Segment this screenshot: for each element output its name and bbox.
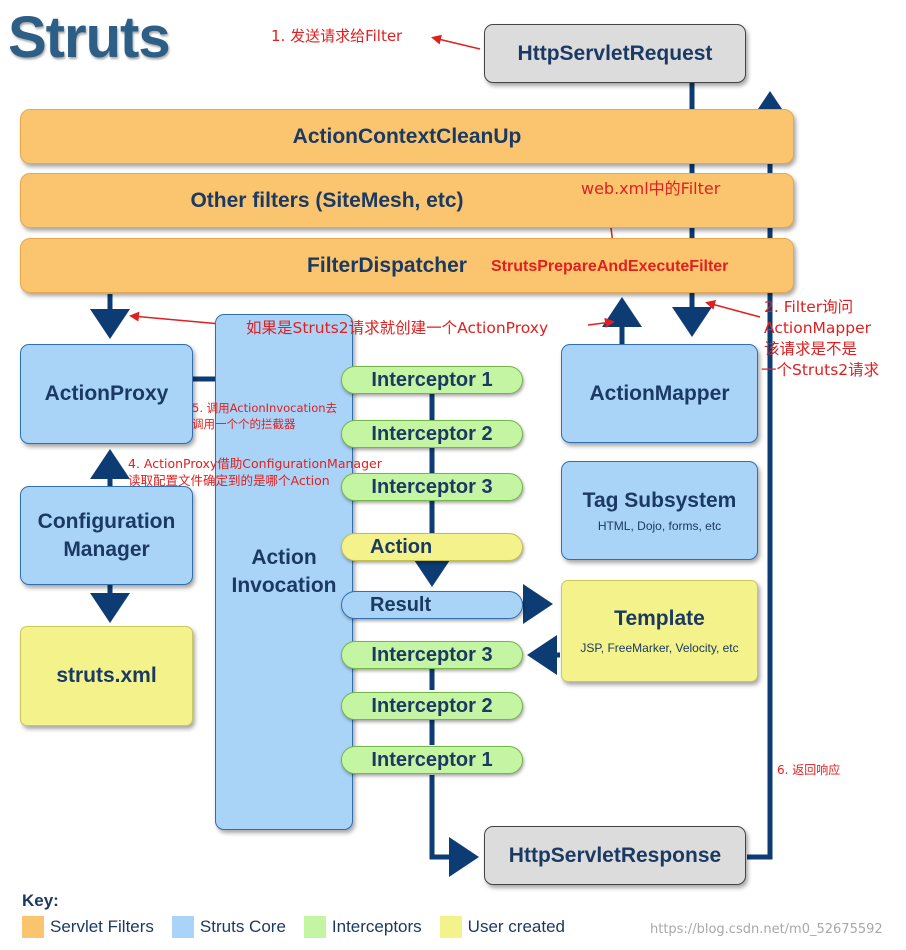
key-label-struts-core: Struts Core bbox=[199, 917, 286, 936]
annotation-invoke-interceptors-line1: 5. 调用ActionInvocation去 bbox=[192, 401, 338, 415]
key-swatch-interceptors bbox=[303, 916, 326, 938]
watermark: https://blog.csdn.net/m0_52675592 bbox=[650, 922, 883, 937]
http-servlet-response-box: HttpServletResponse bbox=[484, 826, 746, 885]
other-filters-bar: Other filters (SiteMesh, etc) bbox=[20, 173, 794, 228]
key-swatch-user-created bbox=[439, 916, 462, 938]
key-label-interceptors: Interceptors bbox=[331, 917, 422, 936]
key-title: Key: bbox=[22, 891, 59, 910]
struts-xml-label: struts.xml bbox=[56, 664, 157, 687]
tag-subsystem-sublabel: HTML, Dojo, forms, etc bbox=[597, 518, 722, 533]
annotation-create-proxy: 如果是Struts2请求就创建一个ActionProxy bbox=[246, 319, 549, 337]
action-context-cleanup-bar: ActionContextCleanUp bbox=[20, 109, 794, 164]
struts-xml-box: struts.xml bbox=[20, 626, 193, 726]
arrow-response-return bbox=[747, 91, 790, 860]
key-label-servlet-filters: Servlet Filters bbox=[50, 917, 154, 936]
action-mapper-label: ActionMapper bbox=[589, 381, 730, 405]
action-context-cleanup-label: ActionContextCleanUp bbox=[292, 124, 522, 148]
action-invocation-label-2: Invocation bbox=[231, 574, 337, 597]
action-mapper-box: ActionMapper bbox=[561, 344, 758, 443]
template-box: Template JSP, FreeMarker, Velocity, etc bbox=[561, 580, 758, 682]
arrow-interceptor-to-response bbox=[429, 775, 479, 877]
key-legend: Servlet Filters Struts Core Interceptors… bbox=[22, 916, 565, 938]
key-swatch-struts-core bbox=[171, 916, 194, 938]
action-proxy-label: ActionProxy bbox=[44, 382, 169, 405]
action-proxy-box: ActionProxy bbox=[20, 344, 193, 444]
diagram-title: Struts bbox=[8, 5, 171, 70]
action-invocation-label-1: Action bbox=[251, 546, 317, 569]
filter-dispatcher-label: FilterDispatcher bbox=[307, 253, 467, 277]
annotation-return-response: 6. 返回响应 bbox=[777, 763, 841, 777]
annotation-invoke-interceptors: 5. 调用ActionInvocation去 调用一个个的拦截器 bbox=[192, 400, 337, 432]
annotation-struts-prepare-filter: StrutsPrepareAndExecuteFilter bbox=[491, 258, 729, 275]
annotation-invoke-interceptors-line2: 调用一个个的拦截器 bbox=[192, 417, 296, 431]
interceptor-1-return-pill: Interceptor 1 bbox=[341, 746, 523, 774]
template-sublabel: JSP, FreeMarker, Velocity, etc bbox=[580, 641, 739, 655]
configuration-manager-label-2: Manager bbox=[63, 537, 150, 561]
annotation-filter-query-line1: 2. Filter询问 bbox=[764, 298, 854, 316]
key-swatch-servlet-filters bbox=[22, 916, 44, 938]
action-pill: Action bbox=[341, 533, 523, 561]
other-filters-label: Other filters (SiteMesh, etc) bbox=[190, 188, 464, 212]
action-invocation-box: Action Invocation bbox=[215, 314, 353, 830]
annotation-send-request: 1. 发送请求给Filter bbox=[271, 27, 403, 45]
annotation-config-manager-line1: 4. ActionProxy借助ConfigurationManager bbox=[128, 456, 382, 471]
interceptor-2-return-pill: Interceptor 2 bbox=[341, 692, 523, 720]
key-label-user-created: User created bbox=[467, 917, 565, 936]
annotation-config-manager: 4. ActionProxy借助ConfigurationManager 读取配… bbox=[128, 455, 382, 489]
configuration-manager-label-1: Configuration bbox=[37, 509, 176, 533]
interceptor-1-pill: Interceptor 1 bbox=[341, 366, 523, 394]
http-servlet-request-box: HttpServletRequest bbox=[484, 24, 746, 83]
annotation-filter-query-line4: 一个Struts2请求 bbox=[761, 361, 880, 379]
interceptor-3-pill: Interceptor 3 bbox=[341, 473, 523, 501]
red-arrow-proxy-right bbox=[587, 317, 615, 328]
red-arrow-filter-query bbox=[705, 299, 761, 318]
annotation-filter-query: 2. Filter询问 ActionMapper 该请求是不是 一个Struts… bbox=[761, 297, 880, 381]
tag-subsystem-box: Tag Subsystem HTML, Dojo, forms, etc bbox=[561, 461, 758, 560]
annotation-webxml-filter: web.xml中的Filter bbox=[581, 179, 721, 198]
tag-subsystem-label: Tag Subsystem bbox=[582, 488, 737, 512]
interceptor-3-return-pill: Interceptor 3 bbox=[341, 641, 523, 669]
interceptor-2-pill: Interceptor 2 bbox=[341, 420, 523, 448]
configuration-manager-box: Configuration Manager bbox=[20, 486, 193, 585]
http-servlet-response-label: HttpServletResponse bbox=[508, 843, 722, 867]
filter-dispatcher-bar: FilterDispatcher bbox=[20, 238, 794, 293]
annotation-filter-query-line3: 该请求是不是 bbox=[764, 340, 858, 358]
http-servlet-request-label: HttpServletRequest bbox=[517, 41, 713, 65]
annotation-filter-query-line2: ActionMapper bbox=[764, 319, 872, 337]
annotation-config-manager-line2: 读取配置文件确定到的是哪个Action bbox=[128, 473, 330, 488]
result-pill: Result bbox=[341, 591, 523, 619]
red-arrow-request-note bbox=[431, 34, 481, 50]
template-label: Template bbox=[614, 607, 705, 630]
